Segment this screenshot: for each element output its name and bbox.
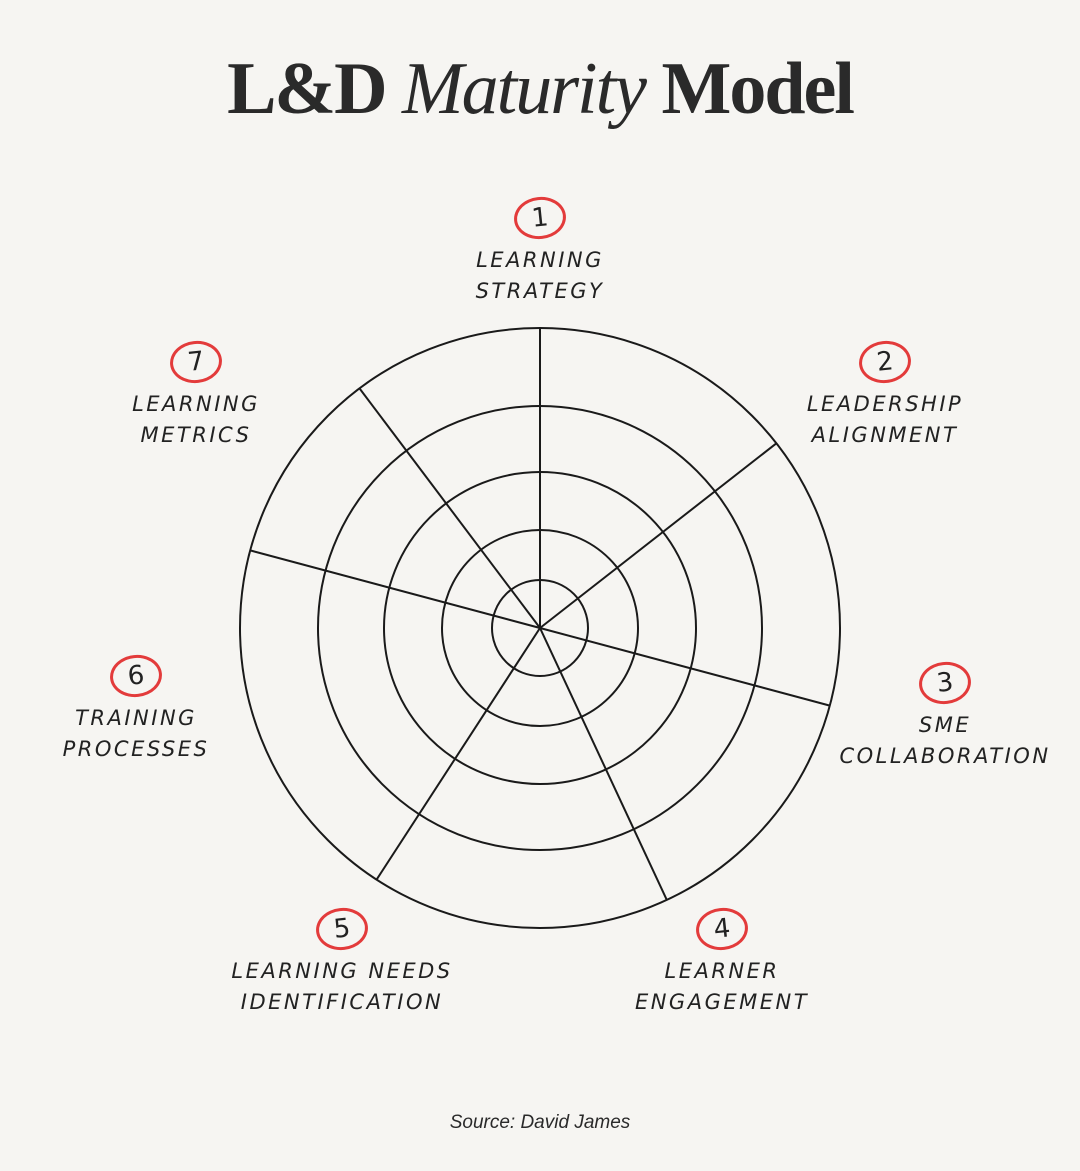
dimension-6: 6 TRAINING PROCESSES — [6, 652, 266, 765]
number-badge-6: 6 — [107, 652, 165, 700]
dimension-7-line-2: METRICS — [140, 423, 252, 447]
dimension-4-line-1: LEARNER — [664, 959, 780, 983]
dimension-2: 2 LEADERSHIP ALIGNMENT — [755, 338, 1015, 451]
source-credit: Source: David James — [449, 1112, 631, 1133]
title-part-2: Maturity — [402, 48, 647, 130]
wheel-spoke-7 — [358, 387, 541, 629]
dimension-6-line-1: TRAINING — [75, 706, 197, 730]
dimension-label-1: LEARNING STRATEGY — [410, 245, 670, 307]
dimension-4-line-2: ENGAGEMENT — [634, 990, 810, 1014]
number-badge-3: 3 — [916, 659, 974, 707]
page-title: L&D Maturity Model — [0, 52, 1080, 126]
dimension-5-line-2: IDENTIFICATION — [240, 990, 444, 1014]
number-badge-5: 5 — [313, 905, 371, 953]
dimension-1-line-2: STRATEGY — [475, 279, 605, 303]
dimension-label-4: LEARNER ENGAGEMENT — [592, 956, 852, 1018]
dimension-label-6: TRAINING PROCESSES — [6, 703, 266, 765]
number-badge-4: 4 — [693, 905, 751, 953]
dimension-2-line-2: ALIGNMENT — [811, 423, 959, 447]
number-badge-7: 7 — [167, 338, 225, 386]
wheel-spoke-4 — [539, 627, 668, 901]
dimension-6-line-2: PROCESSES — [62, 737, 210, 761]
dimension-4: 4 LEARNER ENGAGEMENT — [592, 905, 852, 1018]
dimension-1: 1 LEARNING STRATEGY — [410, 194, 670, 307]
dimension-5-line-1: LEARNING NEEDS — [231, 959, 453, 983]
number-badge-1: 1 — [511, 194, 569, 242]
dimension-3-line-2: COLLABORATION — [839, 744, 1051, 768]
dimension-1-line-1: LEARNING — [476, 248, 604, 272]
wheel-spoke-2 — [539, 442, 778, 629]
wheel-spoke-3 — [539, 627, 831, 707]
title-part-3: Model — [661, 48, 855, 130]
dimension-3-line-1: SME — [918, 713, 972, 737]
dimension-label-3: SME COLLABORATION — [815, 710, 1075, 772]
wheel-spoke-6 — [249, 549, 541, 629]
dimension-7-line-1: LEARNING — [132, 392, 260, 416]
number-badge-2: 2 — [856, 338, 914, 386]
dimension-7: 7 LEARNING METRICS — [66, 338, 326, 451]
dimension-5: 5 LEARNING NEEDS IDENTIFICATION — [212, 905, 472, 1018]
wheel-spoke-5 — [375, 627, 541, 881]
dimension-label-5: LEARNING NEEDS IDENTIFICATION — [212, 956, 472, 1018]
dimension-2-line-1: LEADERSHIP — [806, 392, 964, 416]
dimension-3: 3 SME COLLABORATION — [815, 659, 1075, 772]
dimension-label-7: LEARNING METRICS — [66, 389, 326, 451]
title-part-1: L&D — [227, 48, 387, 130]
dimension-label-2: LEADERSHIP ALIGNMENT — [755, 389, 1015, 451]
